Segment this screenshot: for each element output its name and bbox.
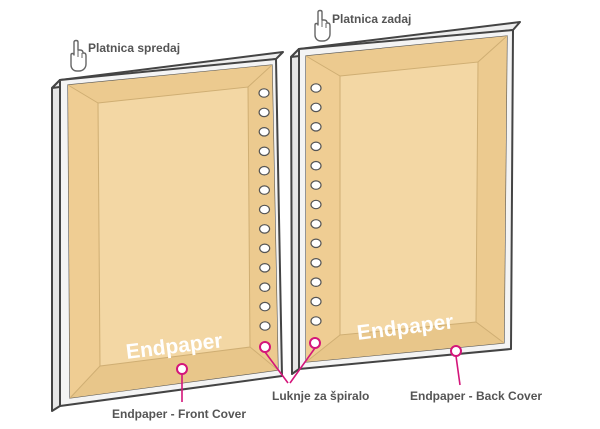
endpaper-back-cover-label: Endpaper - Back Cover: [410, 389, 542, 403]
spiral-hole: [258, 146, 270, 157]
spiral-hole: [259, 224, 271, 234]
spiral-hole: [310, 238, 322, 249]
spiral-hole: [310, 199, 322, 210]
spiral-hole: [310, 141, 322, 152]
back-spiral-holes: [310, 83, 322, 326]
spiral-hole: [310, 257, 322, 268]
callout-marker-front-endpaper: [176, 363, 188, 375]
spiral-hole: [310, 180, 322, 190]
spiral-hole: [259, 321, 271, 331]
endpaper-front-cover-label: Endpaper - Front Cover: [112, 407, 246, 421]
callout-marker-front-holes: [259, 341, 271, 353]
pointer-hand-icon: [314, 9, 331, 42]
callout-front-endpaper: [176, 363, 188, 402]
spiral-holes-label: Luknje za špiralo: [272, 389, 369, 403]
spiral-hole: [258, 165, 270, 176]
pointer-hand-icon: [70, 39, 87, 72]
front-cover: [51, 51, 284, 412]
spiral-hole: [258, 107, 270, 118]
front-spiral-holes: [258, 88, 271, 331]
callout-marker-back-holes: [309, 337, 321, 349]
callout-spiral-holes: [259, 337, 321, 384]
back-cover-label: Platnica zadaj: [332, 12, 411, 26]
spiral-hole: [258, 185, 270, 195]
spiral-hole: [310, 160, 322, 171]
spiral-hole: [310, 296, 322, 307]
spiral-hole: [259, 301, 271, 312]
callout-back-endpaper: [450, 345, 462, 386]
spiral-hole: [258, 204, 271, 215]
spiral-hole: [259, 262, 271, 273]
spiral-hole: [259, 282, 271, 292]
spiral-hole: [259, 243, 271, 254]
spiral-hole: [258, 127, 270, 137]
callout-marker-back-endpaper: [450, 345, 462, 357]
spiral-hole: [310, 316, 322, 326]
spiral-hole: [258, 88, 270, 98]
front-cover-label: Platnica spredaj: [88, 41, 180, 55]
spiral-hole: [310, 219, 322, 229]
spiral-hole: [310, 83, 322, 93]
spiral-hole: [310, 102, 322, 113]
back-cover: [290, 21, 521, 375]
spiral-hole: [310, 277, 322, 287]
spiral-hole: [310, 122, 322, 132]
